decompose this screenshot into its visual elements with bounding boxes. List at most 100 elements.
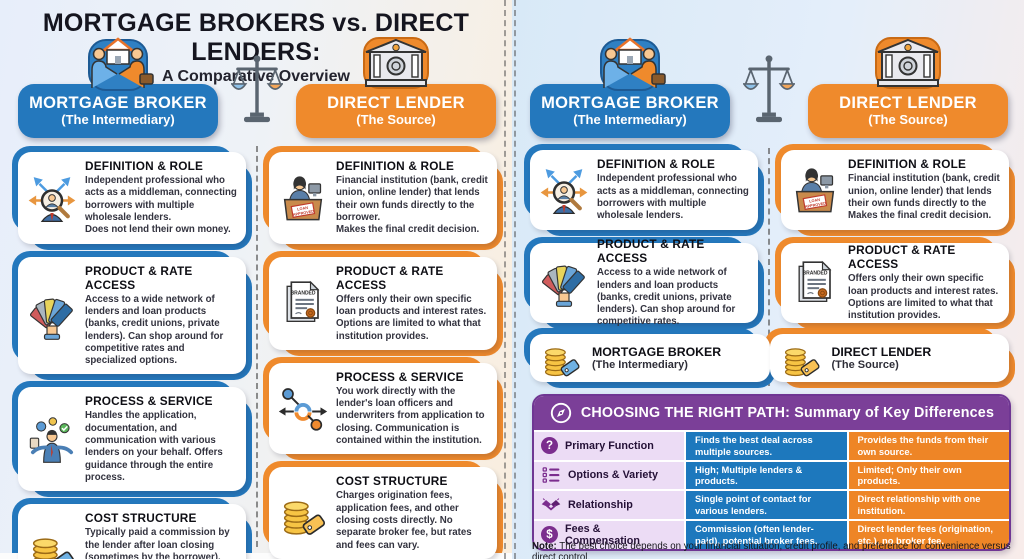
- card-title: PRODUCT & RATE ACCESS: [336, 263, 444, 292]
- direct-lender-label-card: DIRECT LENDER (The Source): [763, 328, 1015, 388]
- process-nodes-icon: [278, 384, 328, 434]
- bank-icon: [866, 34, 950, 97]
- card-body: Typically paid a commission by the lende…: [85, 527, 230, 559]
- footnote-text: The best choice depends on your financia…: [532, 541, 1011, 559]
- dollar-icon: $: [541, 526, 558, 543]
- person-magnifier-arrows-icon: [27, 173, 77, 223]
- broker-cell: Single point of contact for various lend…: [686, 491, 847, 519]
- table-row: Options & Variety High; Multiple lenders…: [534, 461, 1009, 489]
- card-title: PRODUCT & RATE ACCESS: [85, 263, 193, 292]
- card-body: Access to a wide network of lenders and …: [597, 267, 736, 328]
- broker-pill-subtitle: (The Intermediary): [61, 111, 175, 127]
- lender-cell: Limited; Only their own products.: [848, 461, 1009, 489]
- row-label-cell: Options & Variety: [534, 461, 684, 489]
- card-broker-product: PRODUCT & RATE ACCESS Access to a wide n…: [12, 250, 252, 381]
- summary-table-body: ? Primary Function Finds the best deal a…: [534, 430, 1009, 549]
- footnote-label: Note:: [532, 541, 557, 552]
- row-label: Fees & Compensation: [565, 522, 640, 547]
- card-body: Access to a wide network of lenders and …: [85, 293, 224, 367]
- card-lender-cost: COST STRUCTURE Charges origination fees,…: [263, 461, 503, 559]
- card-body: Independent professional who acts as a m…: [85, 175, 237, 236]
- loan-officer-desk-icon: [278, 173, 328, 223]
- balance-scale-icon: [231, 52, 283, 133]
- card-title: PRODUCT & RATE ACCESS: [597, 237, 705, 266]
- row-label: Primary Function: [565, 439, 654, 452]
- card-body: You work directly with the lender's loan…: [336, 385, 485, 447]
- coins-tag-icon: [27, 525, 77, 559]
- row-label: Relationship: [568, 498, 633, 511]
- table-row: $ Fees & Compensation Commission (often …: [534, 520, 1009, 549]
- label-card-subtitle: (The Source): [831, 359, 899, 371]
- list-icon: [541, 466, 561, 484]
- broker-pill-title: MORTGAGE BROKER: [541, 94, 719, 113]
- person-magnifier-arrows-icon: [539, 165, 589, 215]
- coins-tag-icon: [278, 488, 328, 538]
- broker-cell: High; Multiple lenders & products.: [686, 461, 847, 489]
- compass-icon: [549, 401, 573, 425]
- summary-table-header: CHOOSING THE RIGHT PATH: Summary of Key …: [534, 396, 1009, 430]
- label-card-title: DIRECT LENDER: [831, 345, 932, 359]
- card-title: COST STRUCTURE: [336, 474, 448, 489]
- card-title: PROCESS & SERVICE: [336, 369, 464, 384]
- question-icon: ?: [541, 437, 558, 455]
- lender-pill-title: DIRECT LENDER: [839, 94, 977, 113]
- broker-cell: Commission (often lender-paid), potentia…: [686, 520, 847, 549]
- right-panel: MORTGAGE BROKER (The Intermediary) DIREC…: [512, 0, 1024, 559]
- card-title: DEFINITION & ROLE: [597, 157, 716, 172]
- loan-officer-desk-icon: [790, 165, 840, 215]
- card-body: Offers only their own specific loan prod…: [336, 293, 487, 342]
- summary-title: CHOOSING THE RIGHT PATH: Summary of Key …: [580, 405, 995, 421]
- card-body: Financial institution (bank, credit unio…: [848, 173, 1000, 222]
- lender-pill-subtitle: (The Source): [356, 111, 436, 127]
- page-title: MORTGAGE BROKERS vs. DIRECT LENDERS:: [42, 9, 470, 66]
- lender-pill-title: DIRECT LENDER: [327, 94, 465, 113]
- table-row: Relationship Single point of contact for…: [534, 491, 1009, 519]
- right-header-row: MORTGAGE BROKER (The Intermediary) DIREC…: [530, 84, 1008, 138]
- lender-cell: Provides the funds from their own source…: [848, 432, 1009, 460]
- coins-tag-icon: [540, 337, 582, 379]
- coins-tag-icon: [780, 337, 822, 379]
- row-label-cell: ? Primary Function: [534, 432, 684, 460]
- card-broker-definition: DEFINITION & ROLE Independent profession…: [12, 146, 252, 250]
- table-row: ? Primary Function Finds the best deal a…: [534, 432, 1009, 460]
- right-panel-columns: DEFINITION & ROLE Independent profession…: [524, 144, 1015, 329]
- mortgage-broker-label-card: MORTGAGE BROKER (The Intermediary): [524, 328, 775, 388]
- card-body: Charges origination fees, application fe…: [336, 490, 472, 551]
- card-title: PROCESS & SERVICE: [85, 394, 213, 409]
- lender-column: DEFINITION & ROLE Financial institution …: [775, 144, 1015, 329]
- direct-lender-header-pill: DIRECT LENDER (The Source): [808, 84, 1008, 138]
- card-lender-product: PRODUCT & RATE ACCESS Offers only their …: [775, 237, 1015, 329]
- card-body: Financial institution (bank, credit unio…: [336, 175, 488, 236]
- juggler-icon: [27, 414, 77, 464]
- label-card-title: MORTGAGE BROKER: [592, 345, 722, 359]
- card-broker-product: PRODUCT & RATE ACCESS Access to a wide n…: [524, 237, 764, 329]
- lender-column: DEFINITION & ROLE Financial institution …: [263, 146, 503, 559]
- broker-column: DEFINITION & ROLE Independent profession…: [12, 146, 252, 559]
- row-label-cell: $ Fees & Compensation: [534, 520, 684, 549]
- card-lender-definition: DEFINITION & ROLE Financial institution …: [775, 144, 1015, 236]
- panel-seam-line: [514, 0, 516, 559]
- left-header-row: MORTGAGE BROKER (The Intermediary) DIREC…: [18, 84, 496, 138]
- card-title: DEFINITION & ROLE: [85, 159, 204, 173]
- handshake-icon: [541, 497, 561, 513]
- card-title: DEFINITION & ROLE: [336, 159, 455, 173]
- card-broker-process: PROCESS & SERVICE Handles the applicatio…: [12, 381, 252, 498]
- cards-fan-icon: [539, 258, 589, 308]
- lender-cell: Direct relationship with one institution…: [848, 491, 1009, 519]
- column-divider: [768, 148, 770, 386]
- left-panel: MORTGAGE BROKERS vs. DIRECT LENDERS: A C…: [0, 0, 512, 559]
- card-title: PRODUCT & RATE ACCESS: [848, 243, 956, 272]
- card-body: Independent professional who acts as a m…: [597, 173, 749, 222]
- mortgage-broker-header-pill: MORTGAGE BROKER (The Intermediary): [530, 84, 730, 138]
- label-cards-row: MORTGAGE BROKER (The Intermediary) DIREC…: [524, 328, 1015, 388]
- left-panel-columns: DEFINITION & ROLE Independent profession…: [12, 146, 503, 559]
- broker-pill-title: MORTGAGE BROKER: [29, 94, 207, 113]
- card-title: COST STRUCTURE: [85, 511, 197, 526]
- branded-document-icon: [790, 258, 840, 308]
- card-body: Handles the application, documentation, …: [85, 410, 223, 483]
- card-lender-product: PRODUCT & RATE ACCESS Offers only their …: [263, 250, 503, 357]
- panel-seam-line: [504, 0, 506, 559]
- handshake-house-icon: [74, 34, 162, 97]
- summary-table: CHOOSING THE RIGHT PATH: Summary of Key …: [532, 394, 1011, 551]
- bottom-strip: [0, 553, 512, 559]
